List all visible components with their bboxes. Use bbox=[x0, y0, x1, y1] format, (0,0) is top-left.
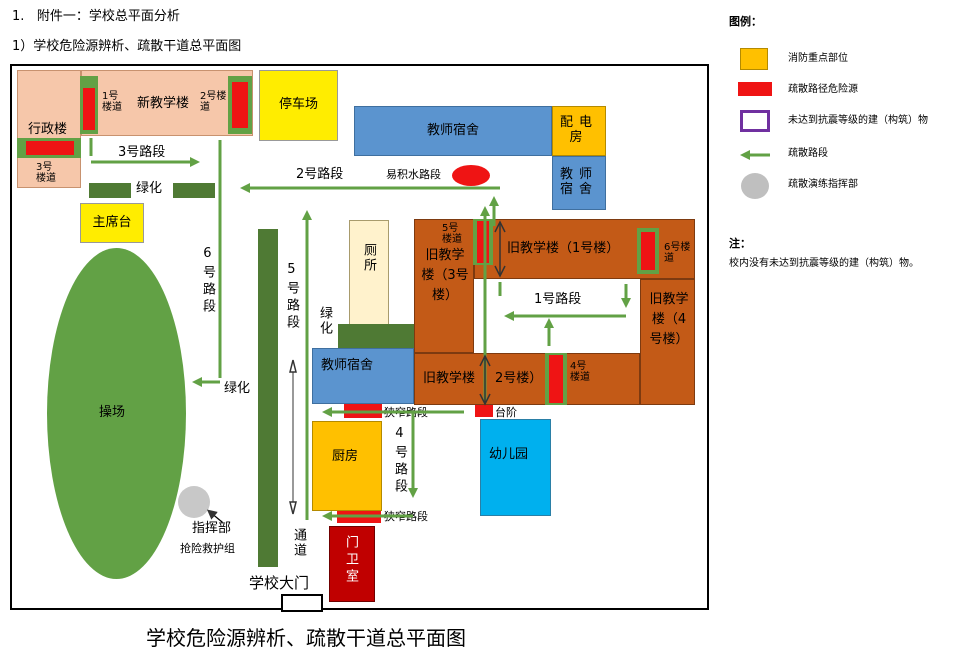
legend-label-hazard: 疏散路径危险源 bbox=[788, 84, 858, 95]
rescue-label: 抢险救护组 bbox=[180, 542, 235, 555]
green-belt-1b bbox=[173, 183, 215, 198]
passage-arrow-top bbox=[289, 359, 297, 373]
stair5-label: 5号楼道 bbox=[442, 223, 462, 245]
old-building-2[interactable]: 旧教学楼 2号楼） bbox=[414, 353, 640, 405]
command-label: 指挥部 bbox=[192, 521, 232, 536]
command-post-marker[interactable] bbox=[178, 486, 210, 518]
old-bldg3-label: 旧教学楼（3号楼） bbox=[421, 248, 469, 304]
rostrum[interactable]: 主席台 bbox=[80, 203, 144, 243]
school-gate[interactable] bbox=[281, 594, 323, 612]
header-title: 附件一：学校总平面分析 bbox=[36, 9, 180, 24]
teacher-dorm-right[interactable]: 教师宿舍 bbox=[552, 156, 606, 210]
legend-swatch-fire bbox=[740, 48, 768, 70]
command-pointer bbox=[206, 509, 223, 523]
old-building-3[interactable]: 旧教学楼（3号楼） bbox=[414, 219, 474, 353]
header-number: 1. bbox=[12, 9, 25, 24]
stair1-label: 1号楼道 bbox=[102, 91, 122, 113]
legend-title: 图例： bbox=[729, 15, 762, 28]
note-title: 注： bbox=[729, 237, 751, 250]
guard-room[interactable]: 门卫室 bbox=[329, 526, 375, 602]
old-bldg1-label: 旧教学楼（1号楼） bbox=[507, 241, 620, 256]
double-arrow-b2-top bbox=[479, 354, 491, 367]
green3-label: 绿化 bbox=[224, 381, 251, 396]
stairwell-6-hazard bbox=[641, 232, 655, 270]
teacher-dorm-mid[interactable]: 教师宿舍 bbox=[312, 348, 414, 404]
road3-label: 3号路段 bbox=[118, 145, 166, 160]
old-bldg2-label-a: 旧教学楼 bbox=[423, 371, 476, 386]
old-bldg4-label: 旧教学楼（4号楼） bbox=[649, 292, 689, 348]
stairwell-4-hazard bbox=[549, 355, 563, 403]
teacher-dorm-mid-label: 教师宿舍 bbox=[321, 358, 374, 373]
power-room[interactable]: 配电房 bbox=[552, 106, 606, 156]
stairwell-1-hazard bbox=[83, 88, 95, 130]
green-belt-2 bbox=[338, 324, 414, 348]
kindergarten-label: 幼儿园 bbox=[489, 447, 529, 462]
stairwell-3-admin-hazard bbox=[26, 141, 74, 155]
teacher-dorm-top[interactable]: 教师宿舍 bbox=[354, 106, 552, 156]
stair4-label: 4号楼道 bbox=[570, 361, 590, 383]
header-line2: 1）学校危险源辨析、疏散干道总平面图 bbox=[12, 39, 242, 54]
header-line1: 1. 附件一：学校总平面分析 bbox=[12, 9, 180, 25]
passage-label: 通道 bbox=[290, 528, 306, 558]
passage-arrow-bottom bbox=[289, 501, 297, 515]
old-bldg2-label-b: 2号楼） bbox=[495, 371, 543, 386]
guard-label: 门卫室 bbox=[342, 535, 358, 586]
waterlog-label: 易积水路段 bbox=[386, 168, 441, 181]
new-building-label: 新教学楼 bbox=[137, 96, 190, 111]
toilet[interactable]: 厕所 bbox=[349, 220, 389, 326]
gate-label: 学校大门 bbox=[249, 574, 310, 592]
green1-label: 绿化 bbox=[136, 181, 163, 196]
legend-label-command: 疏散演练指挥部 bbox=[788, 179, 858, 190]
waterlog-hazard bbox=[452, 165, 490, 186]
kitchen-label: 厨房 bbox=[332, 449, 359, 464]
road6-label: 6号路段 bbox=[199, 246, 215, 316]
legend-swatch-hazard bbox=[738, 82, 772, 96]
parking-lot[interactable]: 停车场 bbox=[259, 70, 338, 141]
double-arrow-b1-bottom bbox=[494, 265, 506, 278]
road2-label: 2号路段 bbox=[296, 167, 344, 182]
legend-swatch-seismic bbox=[740, 110, 770, 132]
kindergarten[interactable]: 幼儿园 bbox=[480, 419, 551, 516]
legend-label-fire: 消防重点部位 bbox=[788, 53, 848, 64]
green-belt-1a bbox=[89, 183, 131, 198]
stair2-label: 2号楼道 bbox=[200, 91, 227, 113]
admin-label: 行政楼 bbox=[28, 122, 68, 137]
green-strip-passage bbox=[258, 229, 278, 567]
site-boundary bbox=[10, 64, 709, 610]
road1-label: 1号路段 bbox=[534, 292, 582, 307]
steps-hazard bbox=[475, 405, 493, 417]
green2-label: 绿化 bbox=[316, 306, 332, 336]
toilet-label: 厕所 bbox=[360, 243, 376, 273]
new-teaching-building[interactable]: 新教学楼 bbox=[81, 70, 253, 136]
old-building-4[interactable]: 旧教学楼（4号楼） bbox=[640, 279, 695, 405]
double-arrow-b2-bottom bbox=[479, 393, 491, 406]
stair6-label: 6号楼道 bbox=[664, 242, 691, 264]
playground-label: 操场 bbox=[99, 405, 126, 420]
double-arrow-b1-top bbox=[494, 220, 506, 233]
stair3-admin-label: 3号楼道 bbox=[36, 162, 56, 184]
road4-label: 4号路段 bbox=[391, 426, 407, 496]
stairwell-2-hazard bbox=[232, 82, 248, 128]
road5-label: 5号路段 bbox=[283, 262, 299, 332]
playground[interactable]: 操场 bbox=[47, 248, 186, 579]
kitchen[interactable]: 厨房 bbox=[312, 421, 382, 511]
legend-label-seismic: 未达到抗震等级的建（构筑）物 bbox=[788, 115, 928, 126]
note-text: 校内没有未达到抗震等级的建（构筑）物。 bbox=[729, 258, 919, 269]
legend-label-route: 疏散路段 bbox=[788, 148, 828, 159]
figure-caption: 学校危险源辨析、疏散干道总平面图 bbox=[146, 626, 466, 650]
legend-swatch-command bbox=[741, 173, 769, 199]
steps-label: 台阶 bbox=[495, 406, 517, 419]
